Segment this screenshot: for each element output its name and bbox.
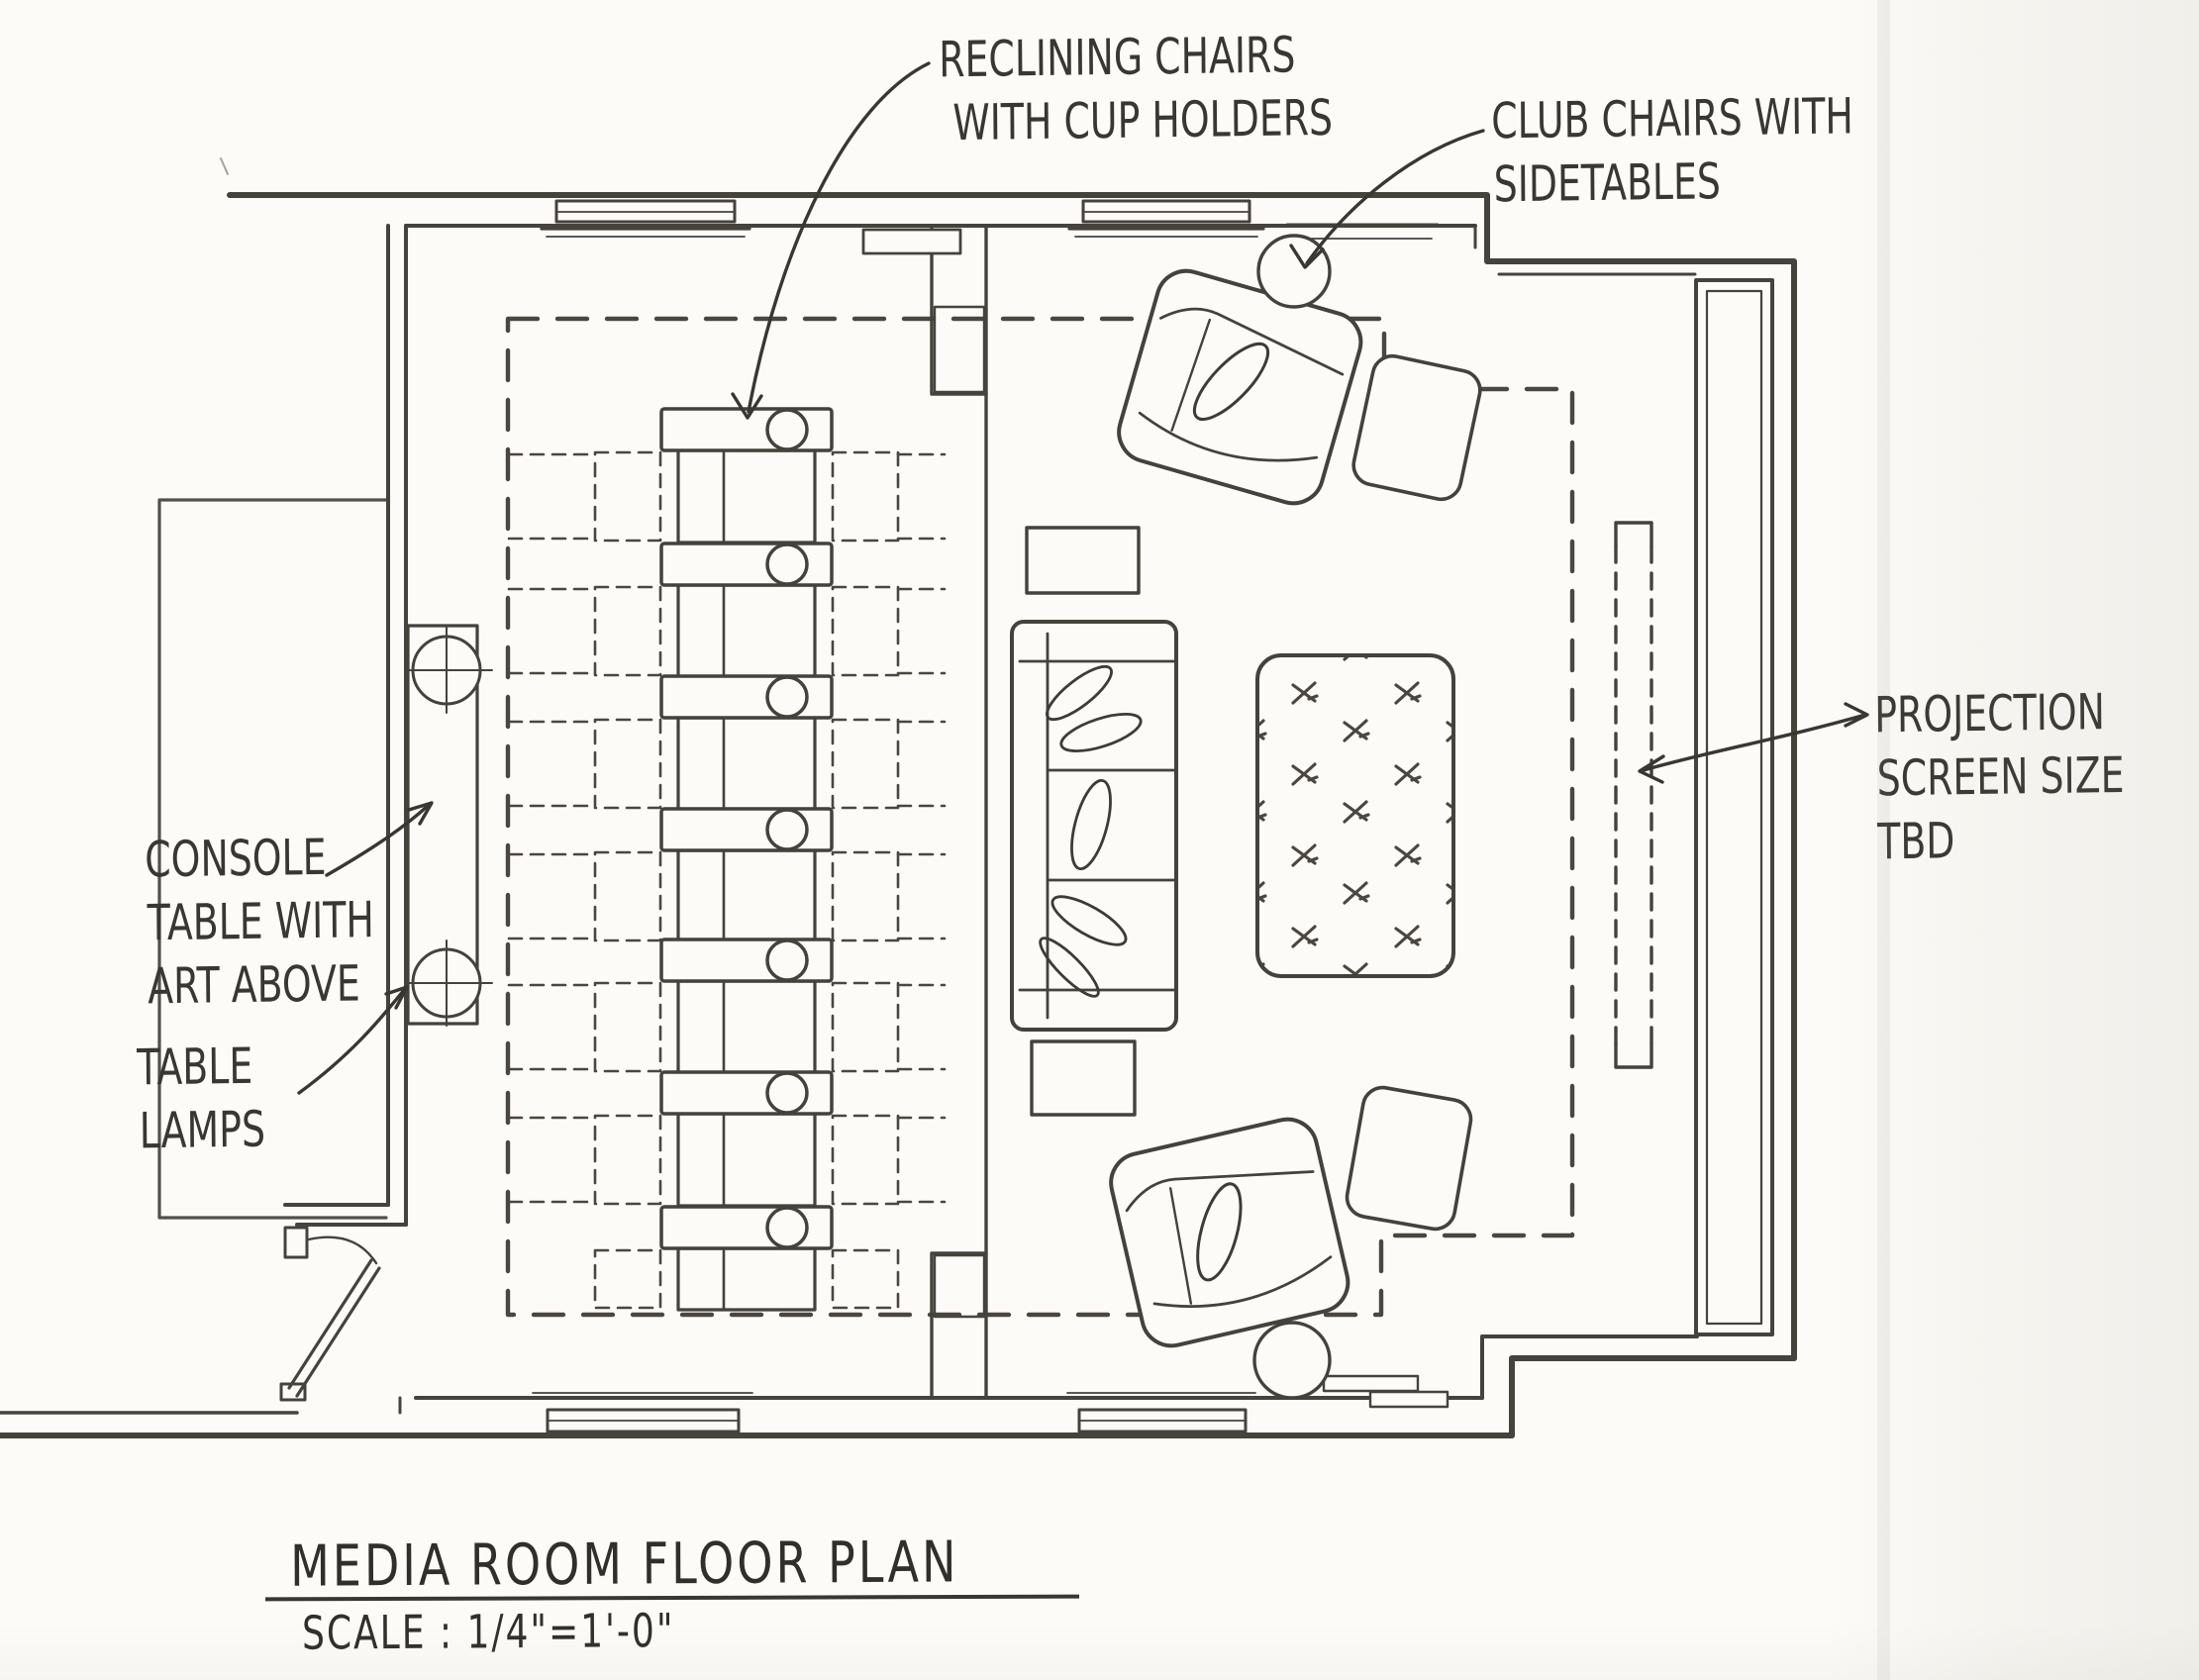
- club-chair: [1103, 1111, 1356, 1354]
- note-club-chairs: CLUB CHAIRS WITH SIDETABLES: [1491, 86, 1854, 218]
- note-line: TABLE WITH: [147, 892, 375, 953]
- adjacent-space-outline: [157, 498, 388, 1220]
- note-line: RECLINING CHAIRS: [939, 27, 1296, 90]
- note-line: SCREEN SIZE: [1876, 746, 2125, 809]
- projection-screen: [1614, 521, 1653, 1069]
- note-line: PROJECTION: [1874, 684, 2106, 745]
- door-leaf: [287, 1258, 381, 1398]
- drawing-scale: SCALE : 1/4"=1'-0": [302, 1605, 675, 1661]
- note-line: LAMPS: [139, 1101, 266, 1161]
- walls: [0, 192, 1797, 1438]
- window: [532, 1392, 753, 1433]
- club-chair-side-table: [1342, 1082, 1476, 1235]
- center-partition: [930, 224, 988, 1400]
- recliner-headrest-cupholder: [659, 1205, 834, 1250]
- arrow-club-chairs: [1289, 129, 1485, 269]
- round-drink-table: [1256, 234, 1332, 309]
- reclining-chairs-row: [507, 407, 947, 1312]
- arrow-table-lamps: [297, 985, 409, 1095]
- media-wall-builtin: [1694, 278, 1774, 1336]
- recliner-footprint: [507, 448, 947, 544]
- pencil-stray-mark: [220, 157, 229, 175]
- door-swing-arc: [307, 1235, 378, 1265]
- club-chair: [1110, 261, 1370, 513]
- drawing-title: MEDIA ROOM FLOOR PLAN: [290, 1528, 959, 1600]
- window: [1067, 199, 1265, 238]
- recliner-footprint: [507, 848, 947, 944]
- recliner-footprint: [507, 979, 947, 1075]
- recliner-headrest-cupholder: [659, 542, 834, 587]
- note-projection-screen: PROJECTION SCREEN SIZE TBD: [1874, 682, 2125, 875]
- window: [540, 199, 751, 238]
- club-chair-side-table: [1348, 350, 1486, 505]
- recliner-headrest-cupholder: [659, 1070, 834, 1116]
- table-lamp: [404, 627, 493, 714]
- window-sill: [1322, 1374, 1449, 1409]
- sofa-pillows: [1039, 664, 1143, 998]
- window-sill: [1285, 223, 1440, 240]
- top-windows: [540, 199, 1440, 255]
- door-jamb: [283, 1226, 309, 1259]
- sofa-end-table: [1025, 526, 1141, 595]
- note-line: TBD: [1876, 813, 1955, 871]
- note-line: CLUB CHAIRS WITH: [1491, 88, 1854, 151]
- arrow-projection-screen: [1638, 702, 1869, 784]
- recliner-footprint: [507, 716, 947, 812]
- note-line: SIDETABLES: [1493, 153, 1722, 215]
- bottom-windows: [532, 1374, 1449, 1433]
- entry-door: [279, 1226, 381, 1402]
- note-table-lamps: TABLE LAMPS: [137, 1036, 265, 1164]
- recliner-headrest-cupholder: [659, 807, 834, 852]
- round-drink-table: [1252, 1321, 1332, 1400]
- sofa-end-table: [1030, 1039, 1137, 1117]
- recliner-footprint: [507, 1112, 947, 1208]
- table-lamp: [404, 939, 493, 1027]
- ceiling-tray-dashed-outline: [505, 316, 1575, 1318]
- note-line: TABLE: [137, 1038, 253, 1098]
- note-reclining-chairs: RECLINING CHAIRS WITH CUP HOLDERS: [939, 25, 1333, 156]
- recliner-footprint: [507, 583, 947, 679]
- note-line: ART ABOVE: [147, 955, 361, 1016]
- note-line: CONSOLE: [145, 830, 327, 890]
- arrow-console-table: [325, 801, 434, 877]
- sofa: [1010, 620, 1178, 1032]
- recliner-headrest-cupholder: [659, 938, 834, 983]
- area-rug: [1255, 653, 1455, 978]
- wall-niche: [861, 228, 962, 255]
- window: [1066, 1392, 1256, 1433]
- recliner-footprint: [593, 1246, 900, 1312]
- note-console-table: CONSOLE TABLE WITH ART ABOVE: [145, 827, 375, 1020]
- note-line: WITH CUP HOLDERS: [952, 89, 1334, 152]
- recliner-headrest-cupholder: [659, 674, 834, 720]
- arrow-reclining-chairs: [731, 61, 931, 420]
